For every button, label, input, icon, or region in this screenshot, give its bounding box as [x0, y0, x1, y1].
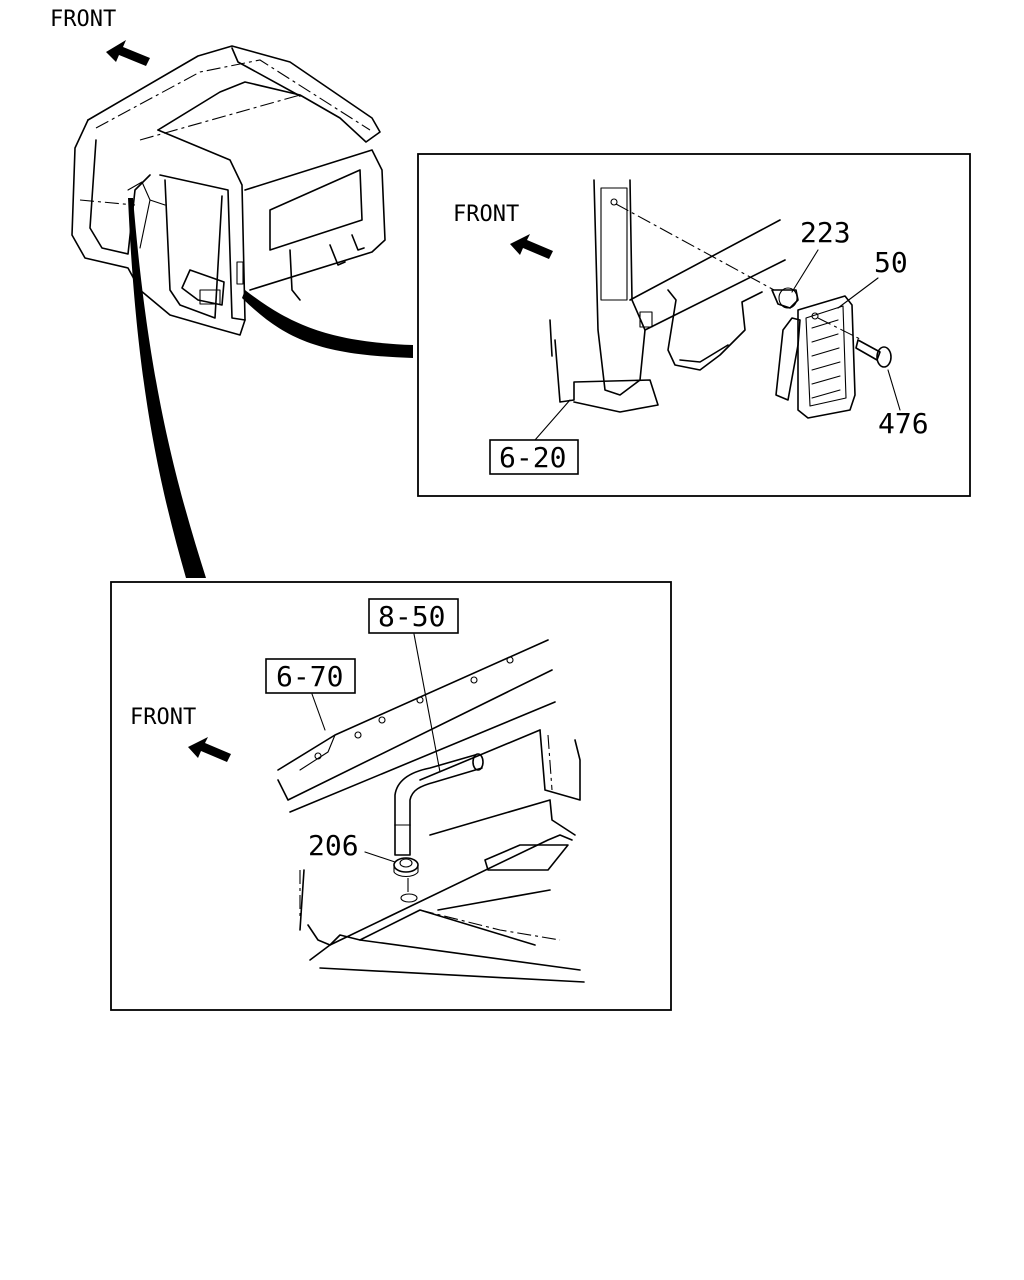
ref-box-6-20 — [489, 439, 579, 475]
part-number-50: 50 — [874, 246, 908, 279]
part-number-206: 206 — [308, 829, 359, 862]
front-label-main: FRONT — [50, 7, 116, 32]
front-label-top: FRONT — [453, 202, 519, 227]
part-hose — [394, 753, 484, 856]
part-number-223: 223 — [800, 216, 851, 249]
leader-6-70 — [311, 693, 326, 731]
leader-to-top-panel — [242, 290, 413, 358]
leader-6-20 — [534, 399, 571, 441]
leader-to-bottom-panel — [128, 198, 206, 578]
ref-label-8-50: 8-50 — [378, 600, 445, 633]
part-476-screw — [817, 317, 892, 368]
leader-206 — [364, 851, 396, 863]
part-number-476: 476 — [878, 407, 929, 440]
panel-bottom-frame — [110, 581, 672, 1011]
front-arrow-top — [510, 234, 553, 259]
detail-panel-bottom: FRONT — [110, 581, 672, 1011]
leader-50 — [837, 277, 879, 309]
part-206-grommet — [393, 857, 419, 903]
part-50-grille — [775, 295, 856, 419]
panel-top-frame — [417, 153, 971, 497]
part-223-clip — [771, 287, 799, 309]
ref-box-8-50 — [368, 598, 459, 634]
ref-label-6-20: 6-20 — [499, 441, 566, 474]
ref-box-6-70 — [265, 658, 356, 694]
detail-panel-top: FRONT — [417, 153, 971, 497]
front-arrow-bottom — [188, 737, 231, 762]
leader-223 — [791, 249, 819, 293]
leader-476 — [887, 369, 901, 411]
front-label-bottom: FRONT — [130, 705, 196, 730]
front-arrow-main — [106, 40, 150, 66]
leader-8-50 — [413, 633, 441, 773]
ref-label-6-70: 6-70 — [276, 660, 343, 693]
cab-illustration: FRONT — [50, 7, 413, 578]
